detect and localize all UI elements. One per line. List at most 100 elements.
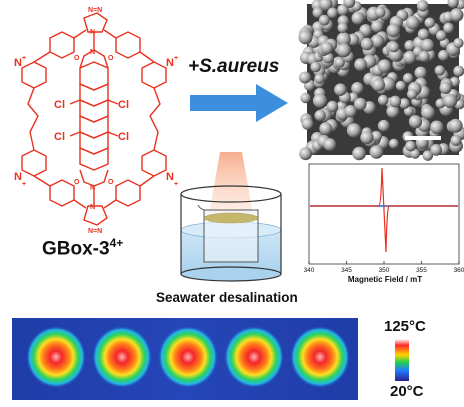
imide-top-n-label: N	[90, 49, 95, 56]
bacterium-cell	[435, 98, 446, 109]
bacterium-cell	[430, 144, 442, 156]
bacterium-cell	[326, 100, 339, 113]
bacterium-cell	[377, 119, 390, 132]
bacteria-label: +S.aureus	[188, 56, 280, 77]
bacterium-cell	[337, 22, 349, 34]
thermal-hotspot	[290, 326, 350, 388]
bacterium-cell	[351, 11, 365, 25]
bacterium-cell	[351, 82, 364, 95]
oxygen-label-2: O	[108, 55, 114, 62]
bacterium-cell	[319, 122, 333, 136]
membrane-surface	[204, 213, 258, 223]
bacterium-cell	[439, 81, 452, 94]
compound-charge: 4+	[109, 236, 124, 250]
bacterium-cell	[354, 97, 367, 111]
oxygen-label-1: O	[74, 55, 80, 62]
bacterium-cell	[336, 32, 351, 47]
bacterium-cell	[405, 15, 420, 30]
bacterium-cell	[369, 145, 384, 159]
epr-spectrum-chart: 340 345 350 355 360 Magnetic Field / mT	[304, 163, 464, 284]
triazole-top-n-label: N	[90, 29, 95, 36]
bacterium-cell	[418, 50, 430, 63]
bacterium-cell	[443, 93, 458, 108]
sem-micrograph	[298, 0, 464, 161]
bacterium-cell	[407, 89, 418, 100]
bacterium-cell	[381, 76, 396, 91]
bacterium-cell	[319, 0, 333, 11]
bacterium-cell	[360, 37, 374, 51]
bacterium-cell	[389, 95, 402, 108]
epr-ticks: 340 345 350 355 360	[304, 261, 464, 274]
pyridinium-charge-1: +	[22, 55, 26, 62]
bacterium-cell	[299, 147, 312, 161]
bacterium-cell	[430, 120, 444, 135]
bacterium-cell	[404, 40, 416, 51]
bacterium-cell	[424, 17, 436, 29]
right-arrow-icon	[190, 84, 288, 122]
bacterium-cell	[395, 80, 406, 91]
epr-tick-label: 360	[454, 267, 464, 274]
pyridinium-charge-4: +	[174, 181, 178, 188]
bacterium-cell	[403, 50, 417, 64]
bacterium-cell	[312, 93, 328, 108]
bacterium-cell	[327, 7, 338, 19]
triazole-bottom-nn-label: N=N	[88, 228, 102, 235]
epr-tick-label: 355	[416, 267, 427, 274]
chlorine-label-2: Cl	[118, 99, 129, 111]
bacterium-cell	[354, 58, 367, 71]
bacterium-cell	[352, 146, 366, 161]
chlorine-label-4: Cl	[118, 131, 129, 143]
imide-bottom-n-label: N	[90, 185, 95, 192]
bacterium-cell	[443, 22, 454, 34]
bacterium-cell	[299, 71, 311, 84]
pyridinium-n-label-4: N	[166, 171, 174, 183]
desalination-label: Seawater desalination	[156, 290, 298, 305]
bacterium-cell	[312, 7, 324, 18]
compound-name: GBox-34+	[42, 236, 123, 260]
bacterium-cell	[422, 150, 434, 161]
compound-name-text: GBox-3	[42, 238, 110, 260]
bacterium-cell	[402, 73, 414, 84]
epr-xlabel: Magnetic Field / mT	[348, 275, 422, 284]
bacterium-cell	[370, 34, 385, 48]
bacterium-cell	[371, 131, 382, 142]
bacterium-cell	[318, 14, 330, 26]
bacterium-cell	[372, 78, 385, 92]
bacterium-cell	[343, 0, 356, 8]
bacterium-cell	[449, 8, 464, 22]
bacterium-cell	[388, 41, 400, 53]
gbox-molecule-structure: N=N N N=N N N N O O O O Cl Cl Cl Cl N + …	[14, 7, 178, 235]
epr-tick-label: 345	[341, 267, 352, 274]
epr-tick-label: 340	[304, 267, 315, 274]
bacterium-cell	[377, 94, 389, 106]
bacterium-cell	[310, 61, 321, 73]
triazole-bottom-n-label: N	[90, 204, 95, 211]
bacterium-cell	[410, 148, 421, 159]
epr-tick-label: 350	[379, 267, 390, 274]
bacterium-cell	[388, 138, 399, 149]
pyridinium-charge-3: +	[174, 55, 178, 62]
oxygen-label-4: O	[108, 179, 114, 186]
thermal-hotspot	[158, 326, 218, 388]
bacterium-cell	[405, 140, 416, 152]
pyridinium-n-label-1: N	[14, 57, 22, 69]
oxygen-label-3: O	[74, 179, 80, 186]
bacterium-cell	[371, 20, 384, 33]
thermal-hotspot	[92, 326, 152, 388]
bacterium-cell	[314, 73, 325, 84]
bacterium-cell	[336, 43, 351, 58]
sem-bacteria-cells	[298, 0, 464, 161]
bacterium-cell	[301, 118, 314, 130]
bacterium-cell	[421, 105, 435, 120]
bacterium-cell	[386, 104, 400, 118]
pyridinium-charge-2: +	[22, 181, 26, 188]
bacterium-cell	[346, 123, 362, 138]
bacterium-cell	[414, 66, 427, 79]
bacterium-cell	[450, 135, 462, 146]
bacterium-cell	[298, 30, 313, 45]
temperature-max-label: 125°C	[384, 318, 426, 335]
bacterium-cell	[416, 0, 429, 12]
bacterium-cell	[399, 98, 410, 109]
bacterium-cell	[434, 65, 445, 76]
bacterium-cell	[314, 109, 326, 121]
